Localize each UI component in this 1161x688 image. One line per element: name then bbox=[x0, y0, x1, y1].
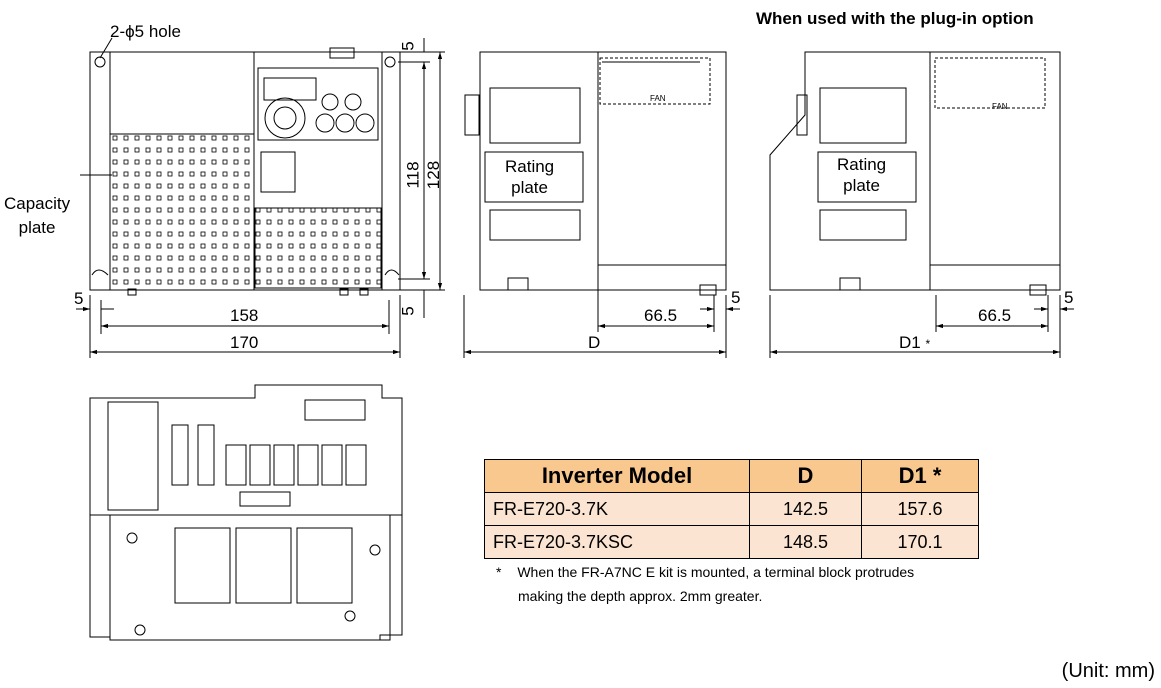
dim-side-margin: 5 bbox=[731, 288, 741, 307]
dim-front-top-margin: 5 bbox=[398, 41, 418, 51]
front-dimension-lines bbox=[76, 38, 445, 358]
dim-plugin-margin: 5 bbox=[1064, 288, 1074, 307]
front-view bbox=[80, 37, 401, 296]
dim-front-margin-left: 5 bbox=[74, 289, 84, 308]
dim-front-height-outer: 128 bbox=[424, 160, 444, 190]
model-cell: FR-E720-3.7KSC bbox=[484, 525, 750, 559]
header-inverter-model: Inverter Model bbox=[484, 459, 750, 493]
dim-plugin-depth-mark: * bbox=[925, 337, 931, 351]
side-fan-label: FAN bbox=[650, 94, 666, 103]
footnote-mark: * bbox=[496, 564, 502, 580]
side-dimension-lines bbox=[463, 290, 740, 358]
bottom-view bbox=[89, 384, 403, 641]
plugin-rating-plate-label: Rating plate bbox=[837, 155, 887, 195]
footnote-line-1: When the FR-A7NC E kit is mounted, a ter… bbox=[517, 564, 915, 580]
d1-cell: 170.1 bbox=[861, 525, 979, 559]
header-d: D bbox=[749, 459, 862, 493]
dim-front-width-outer: 170 bbox=[230, 333, 259, 352]
header-d1: D1 * bbox=[861, 459, 979, 493]
plugin-title: When used with the plug-in option bbox=[756, 9, 1034, 28]
side-rating-plate-label: Rating plate bbox=[505, 157, 555, 197]
dim-front-bottom-margin: 5 bbox=[398, 306, 418, 316]
dim-front-width-inner: 158 bbox=[230, 306, 259, 325]
side-view bbox=[464, 51, 727, 296]
hole-label: 2-ϕ5 hole bbox=[110, 22, 181, 41]
d1-cell: 157.6 bbox=[861, 492, 979, 526]
footnote-continuation: making the depth approx. 2mm greater. bbox=[518, 588, 763, 604]
dim-plugin-offset: 66.5 bbox=[978, 306, 1012, 325]
plugin-dimension-lines bbox=[769, 295, 1074, 358]
unit-label: (Unit: mm) bbox=[1061, 660, 1155, 682]
capacity-plate-label: Capacity plate bbox=[4, 194, 71, 237]
d-cell: 148.5 bbox=[749, 525, 862, 559]
model-cell: FR-E720-3.7K bbox=[484, 492, 750, 526]
dim-plugin-depth: D1 * bbox=[899, 333, 930, 353]
dim-plugin-depth-value: D1 bbox=[899, 333, 921, 352]
table-row: FR-E720-3.7K 142.5 157.6 bbox=[484, 492, 979, 526]
dim-side-depth: D bbox=[588, 333, 601, 352]
table-header-row: Inverter Model D D1 * bbox=[484, 459, 979, 493]
plugin-view bbox=[769, 51, 1061, 296]
dim-front-height-inner: 118 bbox=[403, 161, 423, 189]
footnote: * When the FR-A7NC E kit is mounted, a t… bbox=[496, 564, 914, 580]
plugin-fan-label: FAN bbox=[992, 102, 1008, 111]
dim-side-offset: 66.5 bbox=[644, 306, 678, 325]
table-row: FR-E720-3.7KSC 148.5 170.1 bbox=[484, 525, 979, 559]
spec-table: Inverter Model D D1 * FR-E720-3.7K 142.5… bbox=[484, 459, 979, 559]
d-cell: 142.5 bbox=[749, 492, 862, 526]
